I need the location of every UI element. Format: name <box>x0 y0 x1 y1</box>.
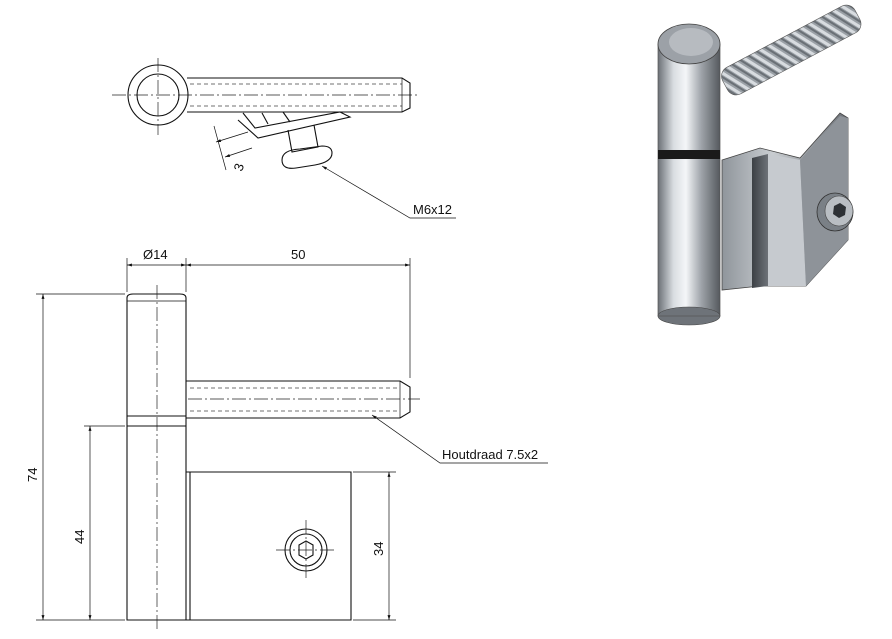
top-view-bolt <box>187 77 411 113</box>
front-pin <box>126 293 187 621</box>
hinge-3d-render <box>657 4 862 326</box>
hex-socket-icon <box>298 540 314 560</box>
render-plate-face <box>768 154 806 286</box>
thickness-label: 3 <box>231 161 248 173</box>
bolt-length-label: 50 <box>291 247 305 262</box>
thickness-ext-1 <box>213 125 227 171</box>
bolt-height-label: 44 <box>72 530 87 544</box>
render-hex-socket-icon <box>833 203 846 218</box>
render-pin <box>657 23 721 326</box>
screw-callout-leader <box>321 165 456 219</box>
pin-outer-circle <box>127 64 189 126</box>
total-height-label: 74 <box>25 468 40 482</box>
front-bolt <box>186 380 411 419</box>
pin-diameter-label: Ø14 <box>143 247 168 262</box>
plate-height-label: 34 <box>371 542 386 556</box>
screw-callout: M6x12 <box>413 202 452 217</box>
render-plate-fold-dark <box>752 154 768 288</box>
top-view-plate <box>237 111 352 139</box>
thickness-dim-line <box>215 131 249 143</box>
top-view: 3 M6x12 <box>112 58 456 219</box>
screw-shank <box>287 124 319 153</box>
render-screw <box>816 192 854 232</box>
plate-bend-lines <box>261 111 291 125</box>
pin-inner-circle <box>136 73 180 117</box>
thickness-dim-line-2 <box>224 147 253 158</box>
render-threaded-bolt <box>721 4 862 96</box>
render-pin-ring <box>658 150 720 159</box>
thread-callout-leader <box>371 414 548 464</box>
front-view: Ø14 50 74 44 34 Houtdraad 7.5x2 <box>25 247 548 632</box>
thread-callout: Houtdraad 7.5x2 <box>442 447 538 462</box>
front-plate <box>186 471 352 621</box>
screw-head <box>281 145 333 169</box>
